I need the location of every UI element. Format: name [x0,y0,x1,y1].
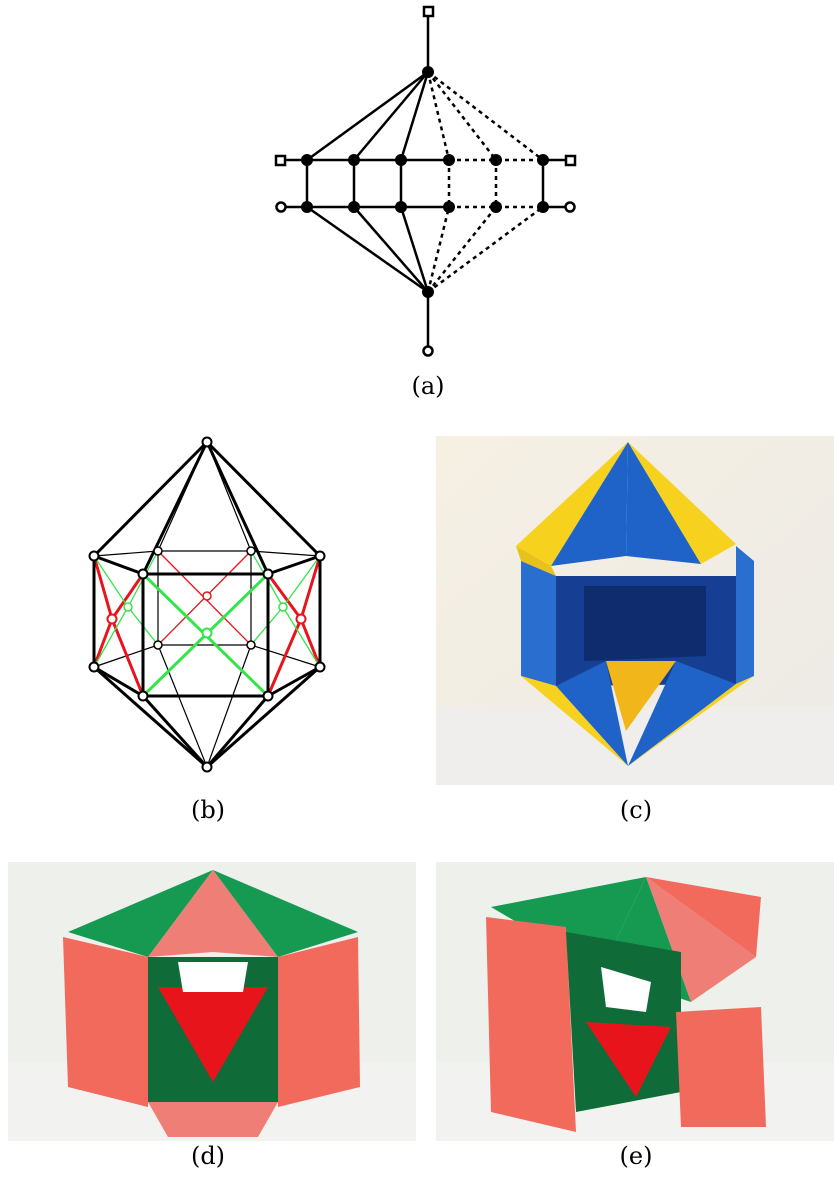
photo-d-illustration [8,862,416,1141]
caption-d: (d) [190,1142,226,1170]
panel-b [80,430,340,780]
caption-b: (b) [190,796,226,824]
photo-c-illustration [436,436,834,785]
graph-diagram-a [274,5,577,357]
polyhedron-wireframe-b [88,436,326,773]
photo-e [436,862,834,1141]
photo-c [436,436,834,785]
caption-e: (e) [619,1142,653,1170]
caption-c: (c) [619,796,653,824]
caption-a: (a) [411,372,445,400]
photo-d [8,862,416,1141]
photo-e-illustration [436,862,834,1141]
panel-a [260,0,590,370]
